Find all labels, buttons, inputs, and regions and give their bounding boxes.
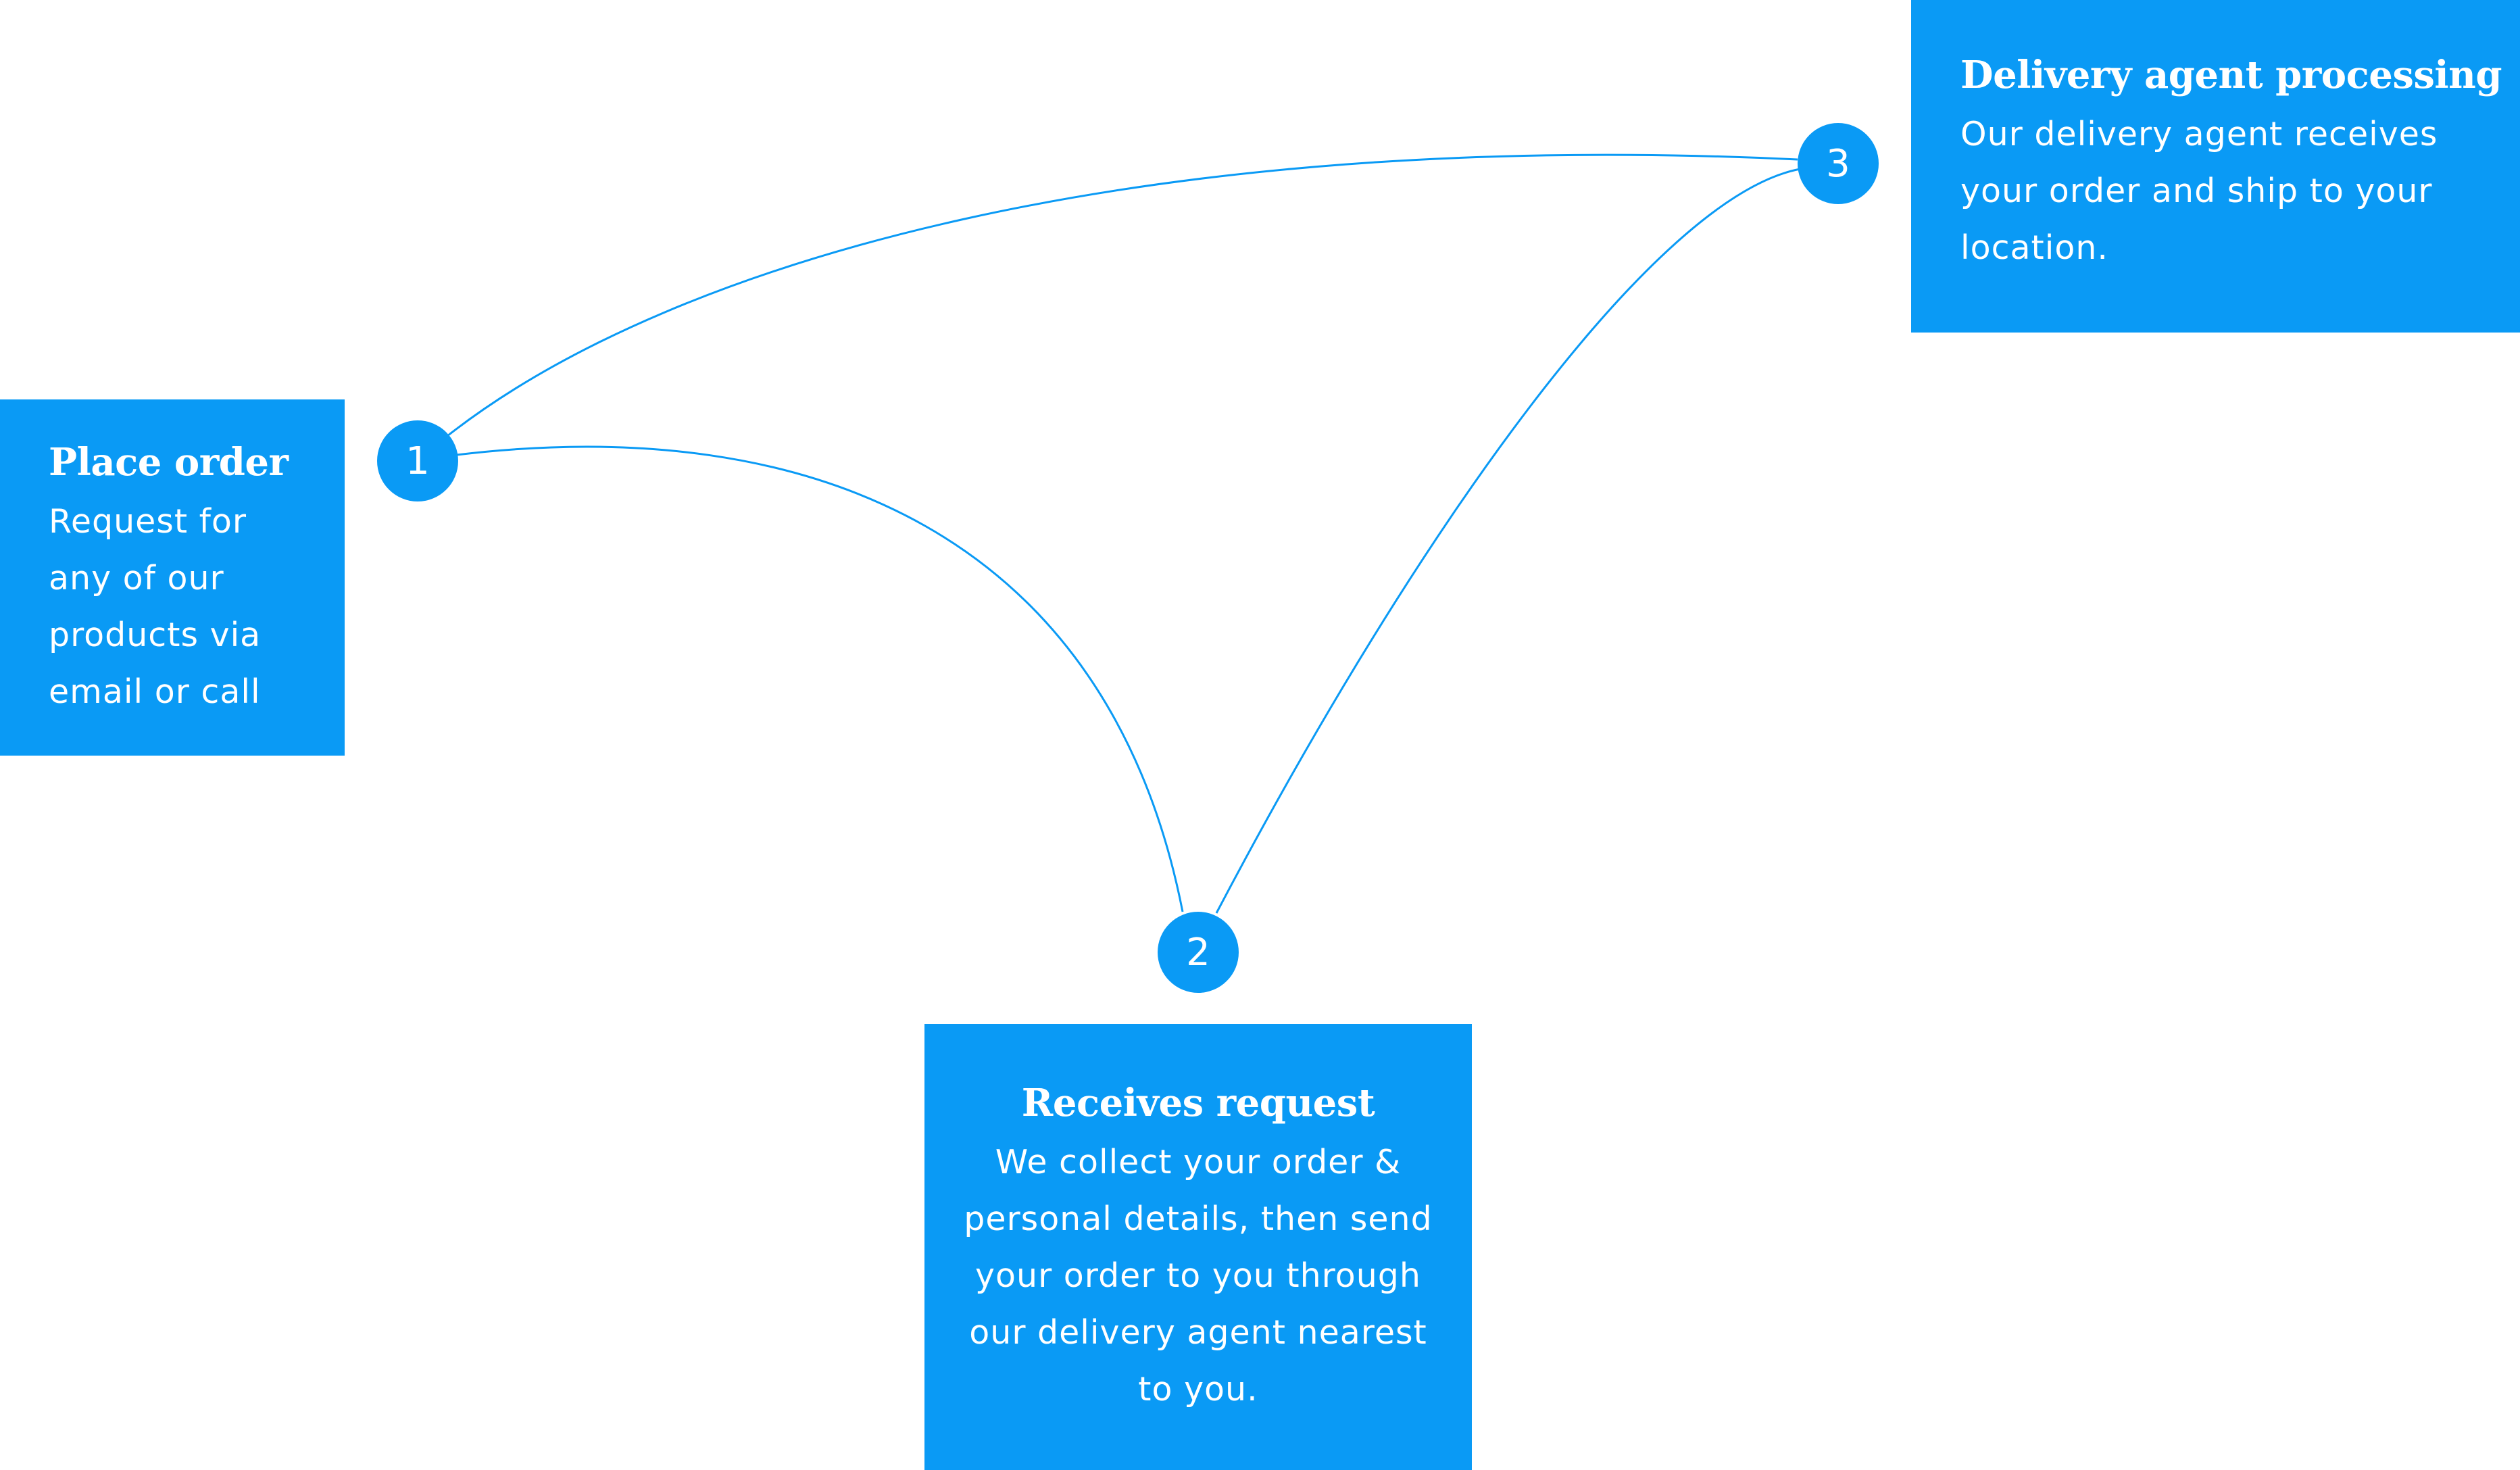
connector-2-to-3 (1215, 168, 1801, 914)
description-line: products via (49, 616, 262, 655)
description-line: your order and ship to your (1960, 172, 2433, 211)
step-description: We collect your order & personal details… (945, 1134, 1452, 1418)
description-line: personal details, then send (964, 1200, 1433, 1239)
step-title: Place order (49, 440, 289, 485)
step-number-badge-3: 3 (1798, 123, 1879, 204)
step-number: 3 (1826, 141, 1850, 186)
step-number: 2 (1186, 930, 1210, 975)
step-title: Receives request (1021, 1081, 1375, 1125)
description-line: Request for (49, 502, 247, 541)
description-line: our delivery agent nearest (969, 1313, 1427, 1352)
connector-1-to-2 (456, 445, 1184, 912)
description-line: location. (1960, 228, 2108, 268)
step-card-delivery-agent-processing: Delivery agent processing Our delivery a… (1911, 0, 2520, 333)
step-number-badge-1: 1 (377, 420, 458, 501)
step-description: Our delivery agent receives your order a… (1960, 106, 2520, 276)
step-title: Delivery agent processing (1960, 53, 2502, 97)
description-line: your order to you through (975, 1256, 1421, 1296)
description-line: Our delivery agent receives (1960, 115, 2438, 154)
step-description: Request for any of our products via emai… (49, 493, 345, 720)
description-line: any of our (49, 559, 224, 598)
step-number-badge-2: 2 (1158, 912, 1239, 993)
connector-1-to-3 (447, 153, 1798, 437)
step-card-place-order: Place order Request for any of our produ… (0, 399, 345, 756)
step-card-receives-request: Receives request We collect your order &… (924, 1024, 1472, 1470)
description-line: We collect your order & (995, 1143, 1402, 1182)
description-line: to you. (1138, 1370, 1258, 1409)
step-number: 1 (405, 439, 430, 483)
description-line: email or call (49, 672, 261, 712)
